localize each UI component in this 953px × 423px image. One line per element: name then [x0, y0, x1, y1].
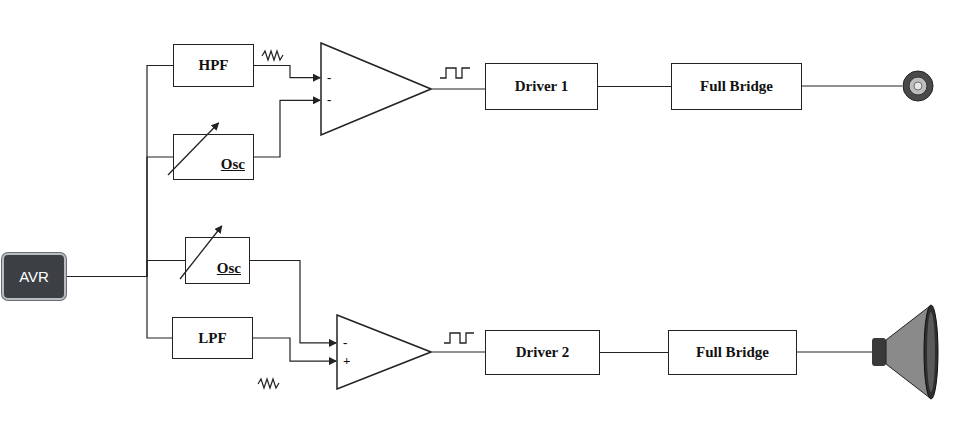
node-label: Driver 1 [515, 78, 568, 95]
tweeter-dome [914, 82, 922, 90]
signal-wire [66, 261, 185, 277]
comparator-triangle: -- [320, 42, 432, 136]
comparator-outline [337, 315, 431, 389]
pin-sign: - [327, 93, 331, 106]
node-label: HPF [199, 57, 229, 74]
analog-wave-symbol [262, 51, 283, 60]
pwm-pulse-symbol [440, 68, 470, 78]
pin-sign: + [343, 354, 350, 367]
comparator-triangle: -+ [336, 314, 432, 390]
comparator-outline [336, 314, 432, 390]
regulator-box: AVR [2, 253, 66, 300]
signal-wire [253, 338, 336, 361]
analog-wave-symbol [258, 379, 279, 388]
node-label: AVR [19, 268, 49, 285]
pwm-pulse-symbol [444, 333, 474, 343]
node-label: Full Bridge [700, 78, 773, 95]
signal-wire [432, 88, 485, 89]
signal-wire [598, 86, 671, 87]
low-pass-filter-box: LPF [172, 317, 253, 359]
signal-wire [250, 261, 336, 343]
speaker-wire [797, 351, 872, 352]
signal-wire [432, 351, 485, 352]
woofer-cone [886, 306, 930, 398]
variable-arrow [180, 226, 222, 279]
tweeter-cone [909, 77, 927, 95]
full-bridge-box: Full Bridge [671, 63, 802, 110]
node-label: Driver 2 [516, 344, 569, 361]
oscillator-box: Osc [185, 237, 250, 284]
node-label: LPF [198, 330, 226, 347]
tweeter-speaker [903, 71, 933, 101]
signal-wire [66, 66, 173, 277]
woofer-magnet [872, 338, 886, 366]
high-pass-filter-box: HPF [173, 44, 254, 87]
woofer-rim [924, 305, 938, 399]
oscillator-box: Osc [173, 134, 254, 180]
speaker-wire [802, 85, 902, 86]
woofer-surround [927, 312, 935, 392]
driver-box: Driver 1 [485, 63, 598, 110]
full-bridge-box: Full Bridge [668, 330, 797, 375]
signal-wire [66, 157, 173, 277]
pin-sign: - [343, 336, 347, 349]
driver-box: Driver 2 [485, 330, 600, 375]
node-label: Osc [221, 156, 245, 173]
pin-sign: - [327, 71, 331, 84]
comparator-outline [321, 43, 431, 135]
node-label: Osc [217, 260, 241, 277]
signal-wire [254, 100, 320, 157]
node-label: Full Bridge [696, 344, 769, 361]
signal-wire [600, 352, 668, 353]
signal-wire [254, 66, 320, 78]
signal-wire [66, 277, 172, 339]
variable-arrow [168, 123, 219, 175]
comparator-outline [320, 42, 432, 136]
